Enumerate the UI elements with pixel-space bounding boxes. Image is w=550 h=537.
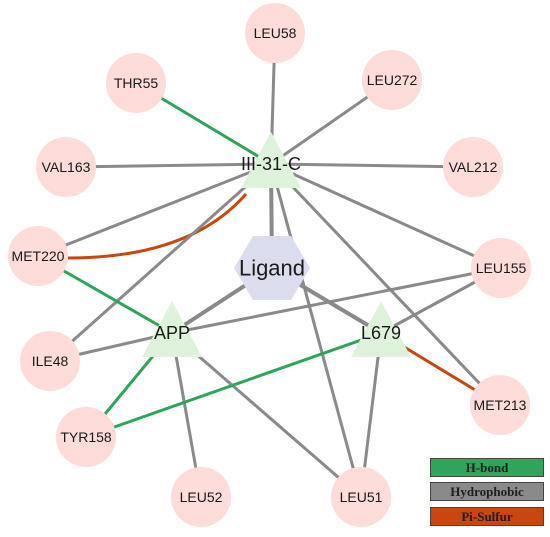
node-ligand: Ligand bbox=[234, 236, 310, 300]
node-leu51: LEU51 bbox=[331, 467, 391, 527]
edge-iii31c-met213-hydrophobic bbox=[269, 162, 502, 407]
node-met213: MET213 bbox=[470, 375, 530, 435]
edge-l679-tyr158-hbond bbox=[85, 331, 382, 439]
node-label-thr55: THR55 bbox=[114, 75, 159, 91]
residue-circle bbox=[8, 226, 68, 286]
ligand-hexagon bbox=[234, 236, 310, 300]
edge-iii31c-met220-pi-sulfur bbox=[67, 193, 248, 260]
node-label-app: APP bbox=[154, 323, 190, 343]
compound-triangle bbox=[241, 132, 301, 188]
edge-iii31c-leu51-hydrophobic bbox=[269, 163, 363, 498]
residue-circle bbox=[362, 50, 422, 110]
edge-iii31c-val163-hydrophobic bbox=[65, 162, 272, 169]
node-l679: L679 bbox=[351, 301, 411, 357]
compound-triangle bbox=[351, 301, 411, 357]
node-label-leu52: LEU52 bbox=[180, 489, 223, 505]
node-leu52: LEU52 bbox=[171, 467, 231, 527]
node-met220: MET220 bbox=[8, 226, 68, 286]
residue-circle bbox=[106, 53, 166, 113]
node-label-met213: MET213 bbox=[474, 397, 527, 413]
edge-iii31c-ile48-hydrophobic bbox=[49, 162, 272, 363]
node-val163: VAL163 bbox=[36, 137, 96, 197]
edge-layer bbox=[37, 32, 502, 499]
legend-pi-sulfur-label: Pi-Sulfur bbox=[461, 509, 513, 524]
node-tyr158: TYR158 bbox=[56, 407, 116, 467]
residue-circle bbox=[443, 137, 503, 197]
edge-iii31c-val212-hydrophobic bbox=[270, 162, 474, 169]
node-label-ile48: ILE48 bbox=[32, 353, 69, 369]
legend-pi-sulfur: Pi-Sulfur bbox=[430, 507, 544, 526]
node-label-ligand: Ligand bbox=[239, 256, 305, 281]
node-label-iii31c: III-31-C bbox=[241, 154, 301, 174]
node-label-l679: L679 bbox=[361, 323, 401, 343]
legend-hydrophobic-label: Hydrophobic bbox=[450, 484, 524, 499]
residue-circle bbox=[471, 238, 531, 298]
legend-hbond-label: H-bond bbox=[465, 460, 509, 475]
node-val212: VAL212 bbox=[443, 137, 503, 197]
legend-hydrophobic: Hydrophobic bbox=[430, 482, 544, 501]
node-app: APP bbox=[142, 301, 202, 357]
compound-triangle bbox=[142, 301, 202, 357]
edge-app-leu155-hydrophobic bbox=[171, 266, 502, 335]
residue-circle bbox=[470, 375, 530, 435]
node-thr55: THR55 bbox=[106, 53, 166, 113]
node-label-val212: VAL212 bbox=[449, 159, 498, 175]
residue-circle bbox=[36, 137, 96, 197]
edge-app-leu51-hydrophobic bbox=[171, 331, 362, 499]
node-label-leu51: LEU51 bbox=[340, 489, 383, 505]
node-ile48: ILE48 bbox=[20, 331, 80, 391]
node-leu155: LEU155 bbox=[471, 238, 531, 298]
residue-circle bbox=[56, 407, 116, 467]
node-label-leu272: LEU272 bbox=[367, 72, 418, 88]
node-label-leu58: LEU58 bbox=[254, 25, 297, 41]
node-label-val163: VAL163 bbox=[42, 159, 91, 175]
residue-circle bbox=[20, 331, 80, 391]
residue-circle bbox=[331, 467, 391, 527]
residue-circle bbox=[245, 3, 305, 63]
edge-iii31c-leu155-hydrophobic bbox=[270, 162, 502, 270]
legend-hbond: H-bond bbox=[430, 458, 544, 477]
node-label-tyr158: TYR158 bbox=[60, 429, 112, 445]
residue-circle bbox=[171, 467, 231, 527]
node-label-met220: MET220 bbox=[12, 248, 65, 264]
node-leu272: LEU272 bbox=[362, 50, 422, 110]
edge-iii31c-met220-hydrophobic bbox=[37, 162, 272, 258]
node-leu58: LEU58 bbox=[245, 3, 305, 63]
node-label-leu155: LEU155 bbox=[476, 260, 527, 276]
node-iii31c: III-31-C bbox=[241, 132, 301, 188]
